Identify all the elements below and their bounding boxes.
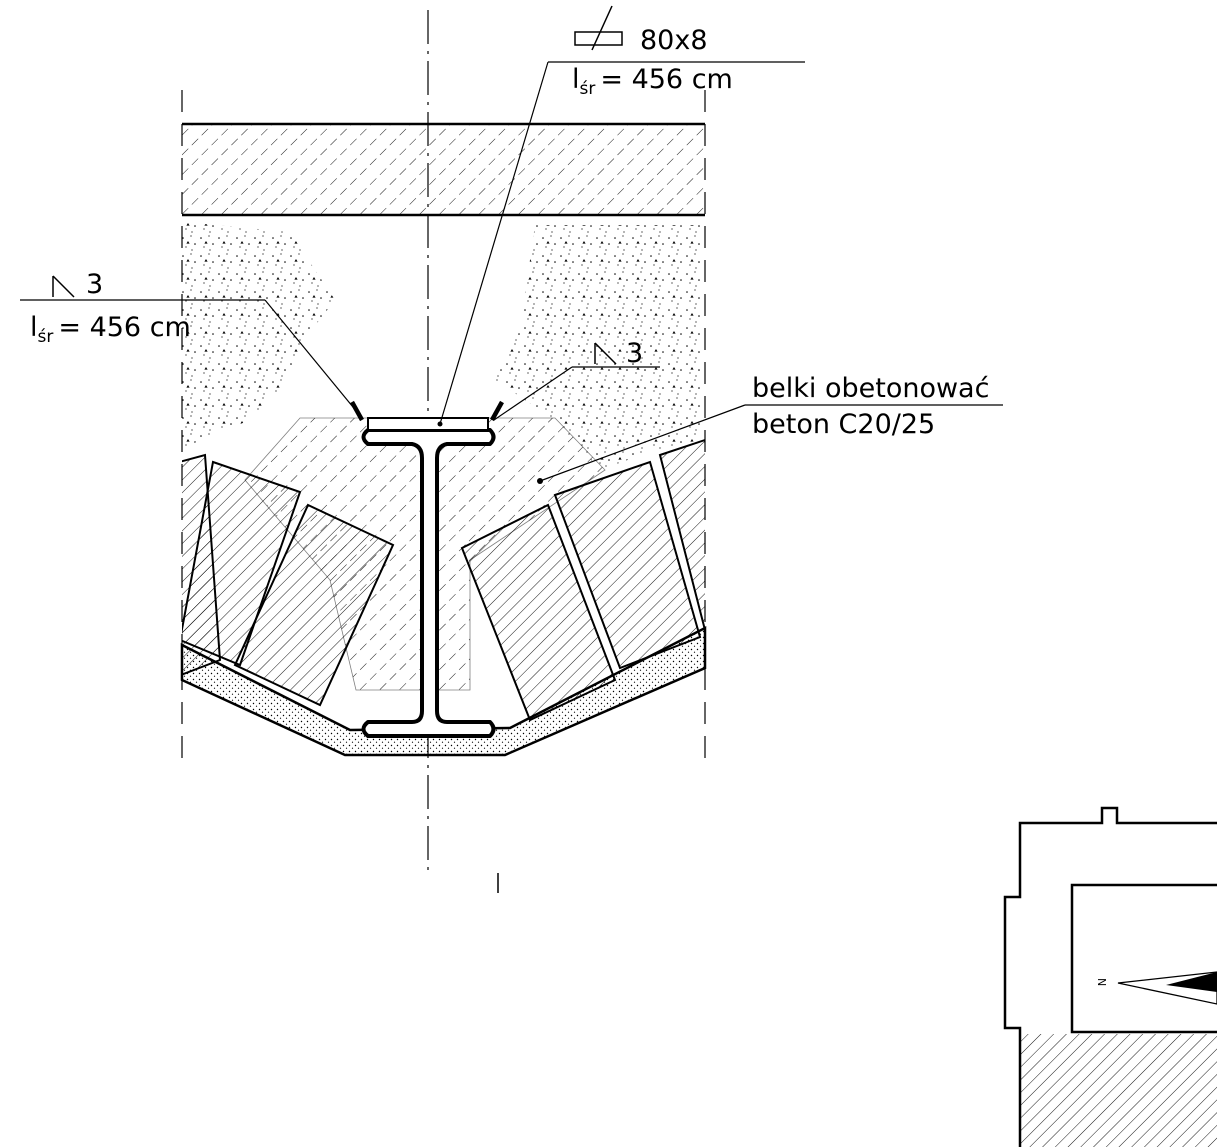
fillet-weld-symbol-left-icon — [52, 275, 75, 298]
key-plan-outline — [1003, 806, 1217, 1147]
weld-left-size-label: 3 — [86, 269, 103, 300]
fillet-weld-symbol-right-icon — [594, 342, 617, 365]
weld-right-size-label: 3 — [626, 338, 643, 369]
leader-line-plate — [439, 61, 549, 425]
key-plan: N — [1003, 806, 1217, 1147]
leader-line-weld-right — [493, 366, 573, 421]
north-letter: N — [1095, 978, 1108, 986]
stone-right-3 — [658, 438, 705, 632]
top-length-main: l — [572, 64, 580, 95]
top-length-label: lśr= 456 cm — [572, 64, 733, 99]
left-length-value: = 456 cm — [58, 312, 190, 343]
masonry-stones — [182, 438, 705, 722]
sand-fill-right — [495, 225, 700, 470]
flat-bar-symbol-icon — [574, 5, 623, 51]
key-plan-room — [1070, 883, 1217, 1034]
left-length-label: lśr= 456 cm — [30, 312, 191, 347]
plate-size-label: 80x8 — [640, 25, 708, 56]
left-length-main: l — [30, 312, 38, 343]
steel-plate-80x8 — [367, 417, 489, 431]
top-length-sub: śr — [580, 79, 596, 99]
stone-left-3 — [233, 503, 395, 707]
top-slab-hatched — [182, 124, 705, 215]
weld-right-mark — [490, 400, 504, 422]
note-line-2: beton C20/25 — [752, 409, 935, 440]
left-length-sub: śr — [38, 327, 54, 347]
leader-line-concrete — [539, 404, 746, 482]
top-length-value: = 456 cm — [600, 64, 732, 95]
leader-line-weld-left — [264, 299, 363, 419]
sand-fill-left — [182, 222, 335, 448]
key-plan-hatched-area — [1021, 1034, 1217, 1147]
note-line-1: belki obetonować — [752, 373, 989, 404]
steel-i-beam — [361, 428, 496, 738]
